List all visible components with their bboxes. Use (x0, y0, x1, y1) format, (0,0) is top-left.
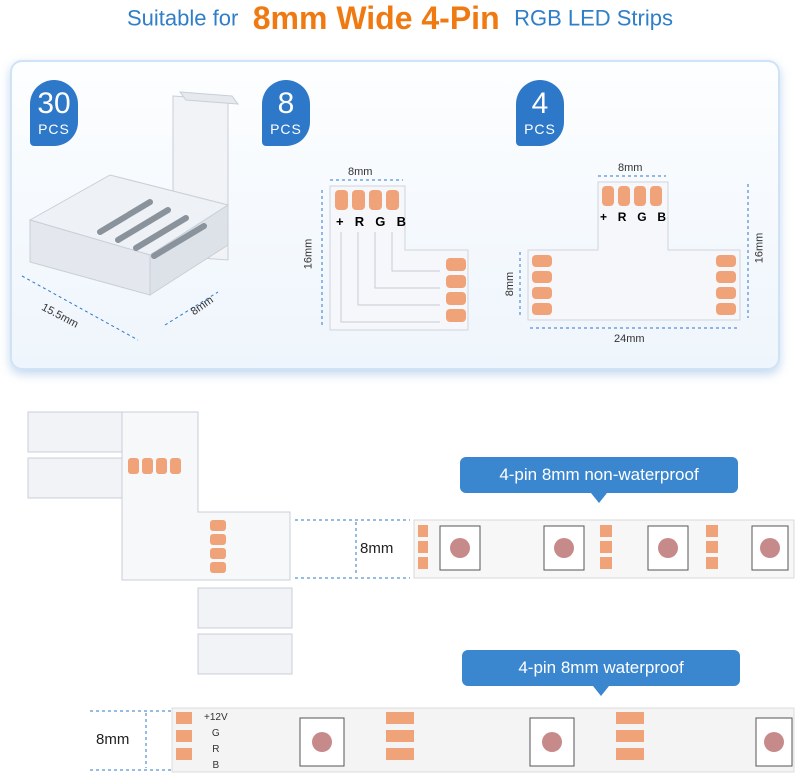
straight-connector (28, 91, 240, 296)
strip1-width: 8mm (360, 540, 394, 557)
t-dim-top: 8mm (618, 162, 643, 174)
badge-count: 30 (37, 87, 71, 120)
page-title: Suitable for 8mm Wide 4-Pin RGB LED Stri… (0, 0, 800, 42)
pin-label: + (336, 214, 344, 229)
pin-mark: G (211, 728, 220, 739)
pin-label: R (617, 210, 627, 224)
pin-label: G (637, 210, 647, 224)
l-dim-width: 8mm (348, 166, 373, 178)
pin-label: B (657, 210, 666, 224)
pin-mark: B (212, 760, 220, 771)
strip-marks: +12V G R B (204, 710, 228, 774)
pin-label: + (600, 210, 608, 224)
pin-label: G (375, 214, 386, 229)
count-badge-t: 4 PCS (516, 80, 564, 146)
voltage-mark: +12V (204, 712, 228, 723)
label-non-waterproof: 4-pin 8mm non-waterproof (460, 457, 738, 503)
badge-unit: PCS (38, 121, 70, 137)
badge-count: 4 (531, 87, 549, 120)
t-dim-length: 24mm (614, 333, 645, 345)
badge-unit: PCS (270, 121, 302, 137)
strip2-width: 8mm (96, 731, 130, 748)
badge-unit: PCS (524, 121, 556, 137)
title-highlight: 8mm Wide 4-Pin (252, 0, 500, 36)
title-prefix: Suitable for (126, 5, 239, 31)
pin-mark: R (212, 744, 220, 755)
label-waterproof: 4-pin 8mm waterproof (462, 650, 740, 696)
count-badge-l: 8 PCS (262, 80, 310, 146)
pin-label: R (354, 214, 365, 229)
title-suffix: RGB LED Strips (514, 5, 673, 31)
contact-pins (97, 199, 207, 259)
badge-count: 8 (277, 87, 295, 120)
count-badge-straight: 30 PCS (30, 80, 78, 146)
pin-label: B (396, 214, 406, 229)
